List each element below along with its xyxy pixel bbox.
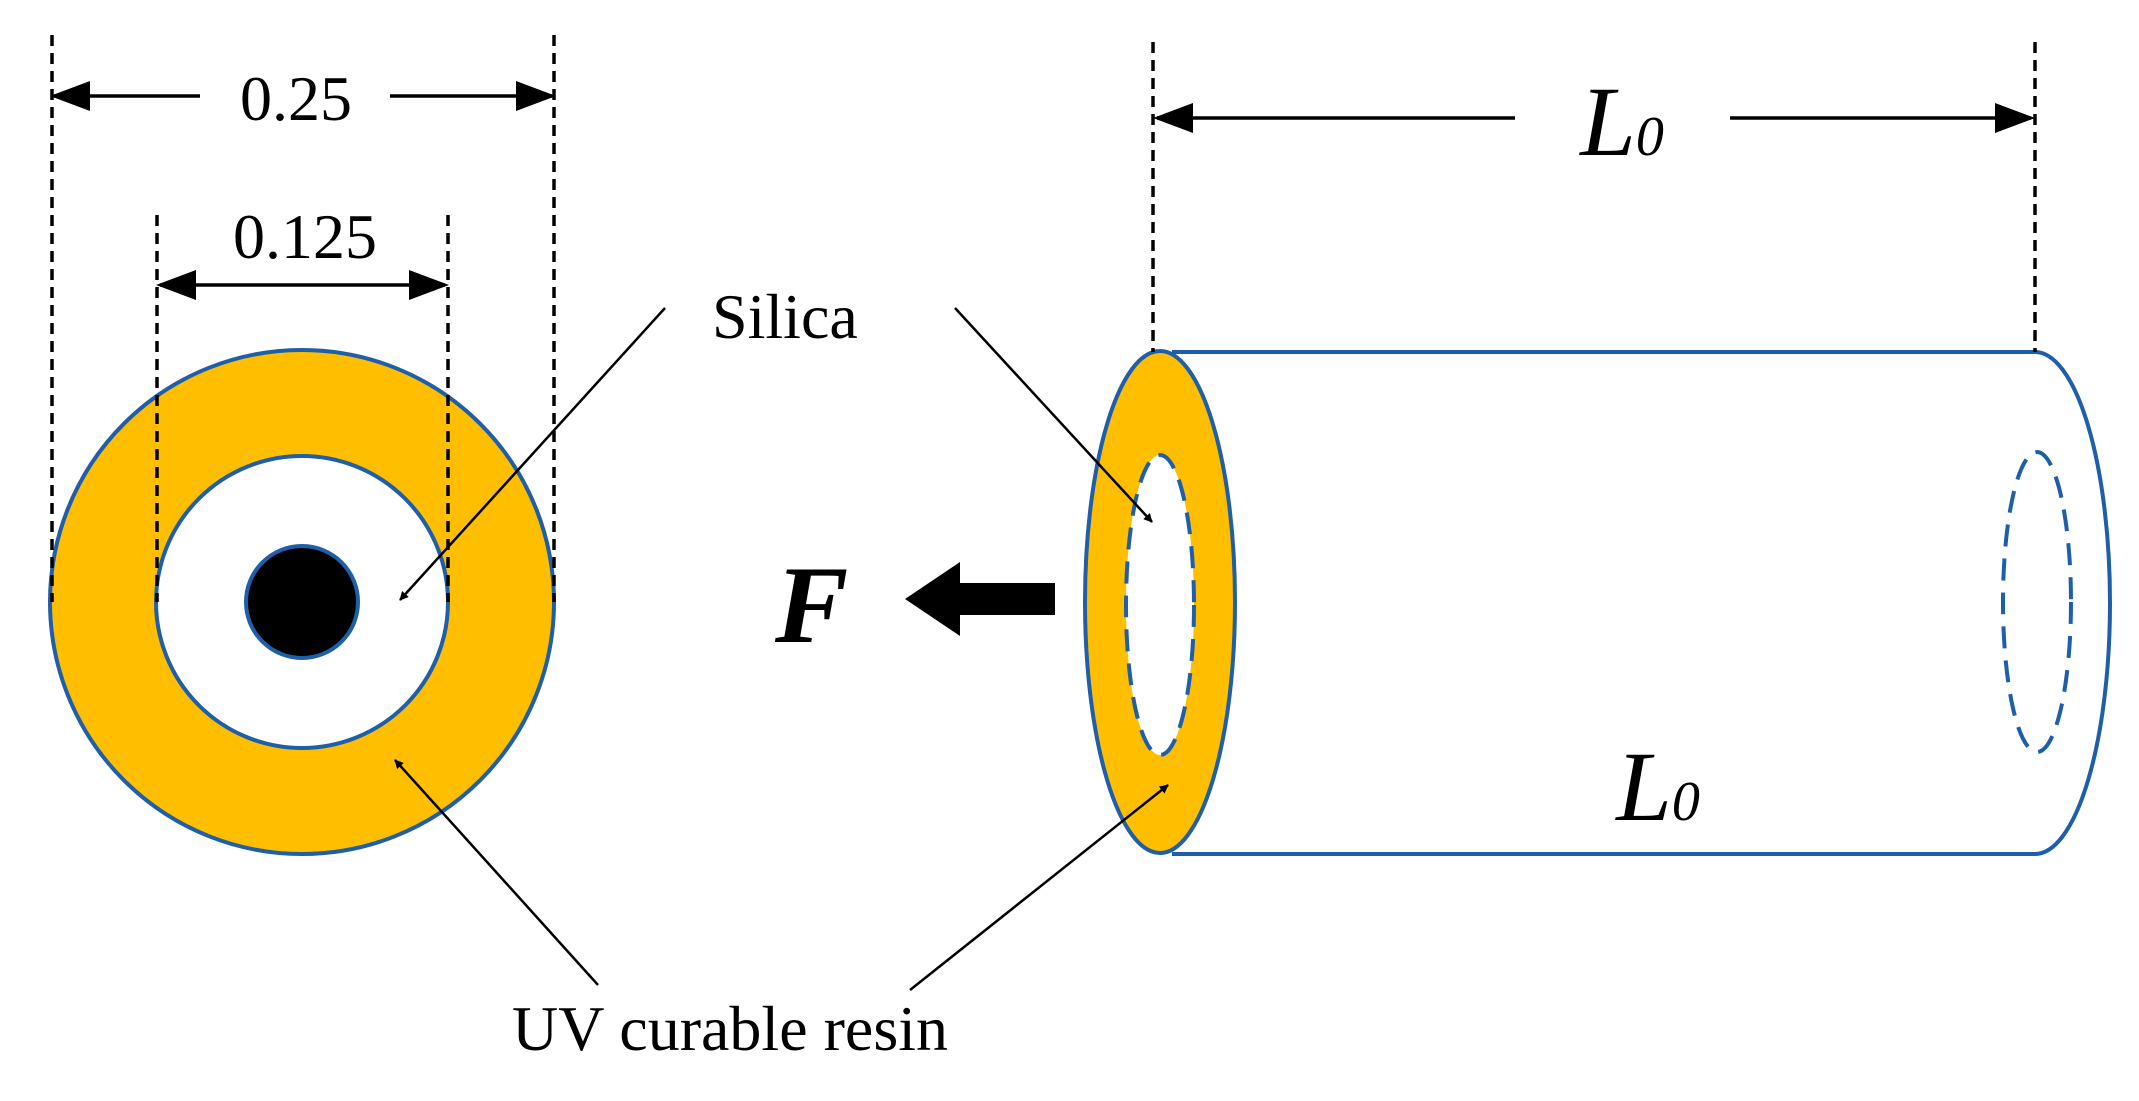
length-label-bottom: L0 bbox=[1614, 731, 1700, 842]
silica-label: Silica bbox=[712, 281, 858, 352]
cylinder-far-end bbox=[2034, 350, 2112, 856]
cross-section bbox=[48, 348, 556, 856]
near-end-silica-face bbox=[1124, 453, 1196, 757]
force-label: F bbox=[774, 544, 848, 666]
force-arrow bbox=[905, 562, 1055, 636]
fiber-core bbox=[244, 544, 360, 660]
fiber-side-view bbox=[1083, 349, 2112, 856]
outer-diameter-label: 0.25 bbox=[240, 63, 352, 134]
far-end-inner-hidden bbox=[2001, 450, 2073, 754]
inner-diameter-label: 0.125 bbox=[233, 201, 377, 272]
uv-resin-label: UV curable resin bbox=[512, 993, 948, 1064]
uv-resin-leader-left bbox=[394, 759, 599, 986]
silica-leader-right bbox=[954, 307, 1153, 523]
length-label-top: L0 bbox=[1578, 66, 1664, 177]
silica-leader-left bbox=[399, 307, 666, 601]
uv-resin-leader-right bbox=[909, 784, 1169, 991]
